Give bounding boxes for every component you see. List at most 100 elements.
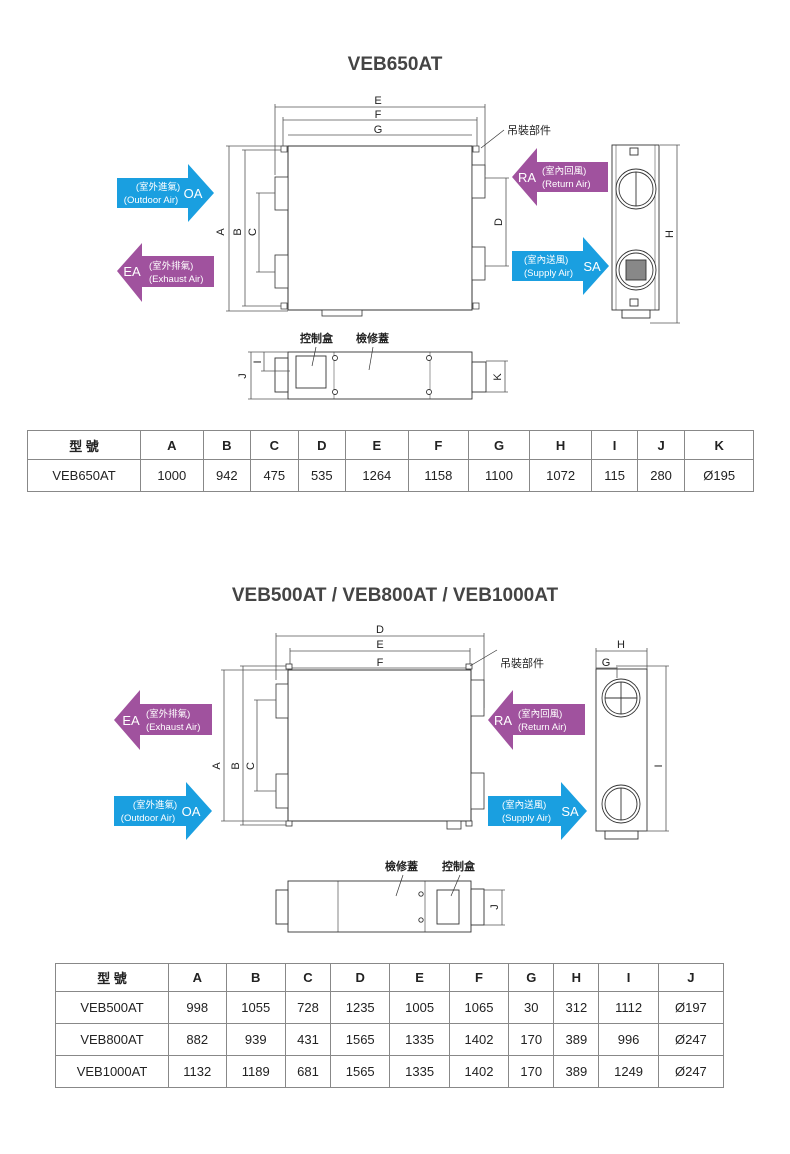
section2-title: VEB500AT / VEB800AT / VEB1000AT bbox=[231, 585, 559, 606]
dim-G: G bbox=[374, 124, 383, 136]
cell: 1158 bbox=[407, 459, 470, 492]
dim-G: G bbox=[602, 657, 611, 669]
oa-cn-label: (室外進氣) bbox=[136, 181, 180, 193]
sa-en-label: (Supply Air) bbox=[502, 813, 551, 824]
header-cell: A bbox=[168, 963, 227, 992]
cell: 1402 bbox=[448, 1055, 510, 1088]
veb650at-diagram: E F G A B C D 吊裝部件 (室外進氣) (Outdoor bbox=[117, 95, 680, 400]
header-cell: D bbox=[329, 963, 391, 992]
veb500-800-1000at-diagram: D E F A B C 吊裝部件 EA (室外排氣) (Exhaust Air) bbox=[114, 624, 669, 933]
cell: 30 bbox=[508, 991, 555, 1024]
ra-code: RA bbox=[518, 170, 536, 185]
ra-en-label: (Return Air) bbox=[542, 179, 591, 190]
cell: 996 bbox=[598, 1023, 659, 1056]
ea-arrow: EA (室外排氣) (Exhaust Air) bbox=[117, 243, 214, 302]
cell: 1335 bbox=[389, 1055, 450, 1088]
hanger-bracket bbox=[280, 302, 288, 310]
dim-H: H bbox=[664, 230, 676, 238]
ea-code: EA bbox=[122, 713, 140, 728]
cell: 998 bbox=[168, 991, 227, 1024]
cell: 389 bbox=[553, 1023, 600, 1056]
hanger-label: 吊裝部件 bbox=[507, 123, 551, 137]
ra-arrow: RA (室內回風) (Return Air) bbox=[512, 148, 608, 206]
cell: Ø197 bbox=[657, 991, 725, 1024]
cell: 681 bbox=[284, 1055, 332, 1088]
ea-code: EA bbox=[123, 264, 141, 279]
header-cell: K bbox=[684, 430, 754, 460]
table-row: VEB800AT 882 939 431 1565 1335 1402 170 … bbox=[55, 1023, 725, 1056]
cell: 1132 bbox=[168, 1055, 227, 1088]
header-cell: G bbox=[508, 963, 555, 992]
unit-end-view bbox=[611, 144, 660, 319]
header-cell: D bbox=[297, 430, 347, 460]
table-row: VEB650AT 1000 942 475 535 1264 1158 1100… bbox=[27, 459, 754, 492]
table-row: VEB500AT 998 1055 728 1235 1005 1065 30 … bbox=[55, 991, 725, 1024]
veb500-800-1000at-spec-table: 型 號 A B C D E F G H I J VEB500AT 998 105… bbox=[55, 963, 725, 1088]
cell: 1100 bbox=[468, 459, 530, 492]
table-header-row: 型 號 A B C D E F G H I J bbox=[55, 963, 725, 992]
cell: 280 bbox=[636, 459, 686, 492]
header-cell: H bbox=[553, 963, 600, 992]
cell: Ø195 bbox=[684, 459, 754, 492]
oa-code: OA bbox=[184, 186, 203, 201]
header-cell: C bbox=[250, 430, 299, 460]
access-cover-label: 檢修蓋 bbox=[385, 859, 418, 873]
ra-en-label: (Return Air) bbox=[518, 722, 567, 733]
oa-arrow: (室外進氣) (Outdoor Air) OA bbox=[117, 164, 214, 222]
ea-arrow: EA (室外排氣) (Exhaust Air) bbox=[114, 690, 212, 750]
cell: 389 bbox=[553, 1055, 600, 1088]
table-header-row: 型 號 A B C D E F G H I J K bbox=[27, 430, 754, 460]
header-cell: A bbox=[140, 430, 204, 460]
sa-code: SA bbox=[561, 804, 579, 819]
cell: 1072 bbox=[528, 459, 593, 492]
cell: 1235 bbox=[329, 991, 391, 1024]
cell: 1005 bbox=[389, 991, 450, 1024]
dim-C: C bbox=[245, 762, 257, 770]
header-model: 型 號 bbox=[55, 963, 169, 992]
cell: 170 bbox=[508, 1023, 555, 1056]
control-box-label: 控制盒 bbox=[442, 859, 476, 873]
dim-D: D bbox=[493, 218, 505, 226]
dim-A: A bbox=[215, 228, 227, 236]
cell-model: VEB1000AT bbox=[55, 1055, 169, 1088]
header-cell: G bbox=[468, 430, 530, 460]
cell: 939 bbox=[225, 1023, 286, 1056]
cell: 1249 bbox=[598, 1055, 659, 1088]
cell: 1065 bbox=[448, 991, 510, 1024]
cell: Ø247 bbox=[657, 1023, 725, 1056]
control-box-label: 控制盒 bbox=[300, 331, 334, 345]
cell: 1000 bbox=[140, 459, 204, 492]
cell: 1565 bbox=[329, 1055, 391, 1088]
cell: 1264 bbox=[345, 459, 409, 492]
cell: 1112 bbox=[598, 991, 659, 1024]
dim-J: J bbox=[489, 904, 501, 910]
header-cell: E bbox=[389, 963, 450, 992]
cell-model: VEB500AT bbox=[55, 991, 169, 1024]
ra-cn-label: (室內回風) bbox=[542, 165, 586, 177]
dim-B: B bbox=[232, 228, 244, 235]
unit-body-front bbox=[287, 669, 472, 822]
header-cell: E bbox=[345, 430, 409, 460]
header-cell: I bbox=[598, 963, 659, 992]
sa-cn-label: (室內送風) bbox=[524, 254, 568, 266]
sa-en-label: (Supply Air) bbox=[524, 268, 573, 279]
cell: 1055 bbox=[225, 991, 286, 1024]
ea-en-label: (Exhaust Air) bbox=[146, 722, 200, 733]
dim-F: F bbox=[375, 109, 382, 121]
dim-C: C bbox=[247, 228, 259, 236]
dim-E: E bbox=[376, 639, 383, 651]
dim-B: B bbox=[230, 762, 242, 769]
veb650at-spec-table: 型 號 A B C D E F G H I J K VEB650AT 1000 … bbox=[27, 430, 754, 492]
unit-bottom-view bbox=[274, 351, 487, 400]
cell: Ø247 bbox=[657, 1055, 725, 1088]
hanger-bracket bbox=[472, 145, 480, 153]
dim-D: D bbox=[376, 624, 384, 636]
sa-arrow: (室內送風) (Supply Air) SA bbox=[488, 782, 587, 840]
table-row: VEB1000AT 1132 1189 681 1565 1335 1402 1… bbox=[55, 1055, 725, 1088]
unit-bottom-view bbox=[275, 880, 485, 933]
ea-cn-label: (室外排氣) bbox=[149, 260, 193, 272]
cell: 115 bbox=[591, 459, 638, 492]
dim-A: A bbox=[211, 762, 223, 770]
hanger-bracket bbox=[280, 145, 288, 153]
header-cell: C bbox=[284, 963, 332, 992]
